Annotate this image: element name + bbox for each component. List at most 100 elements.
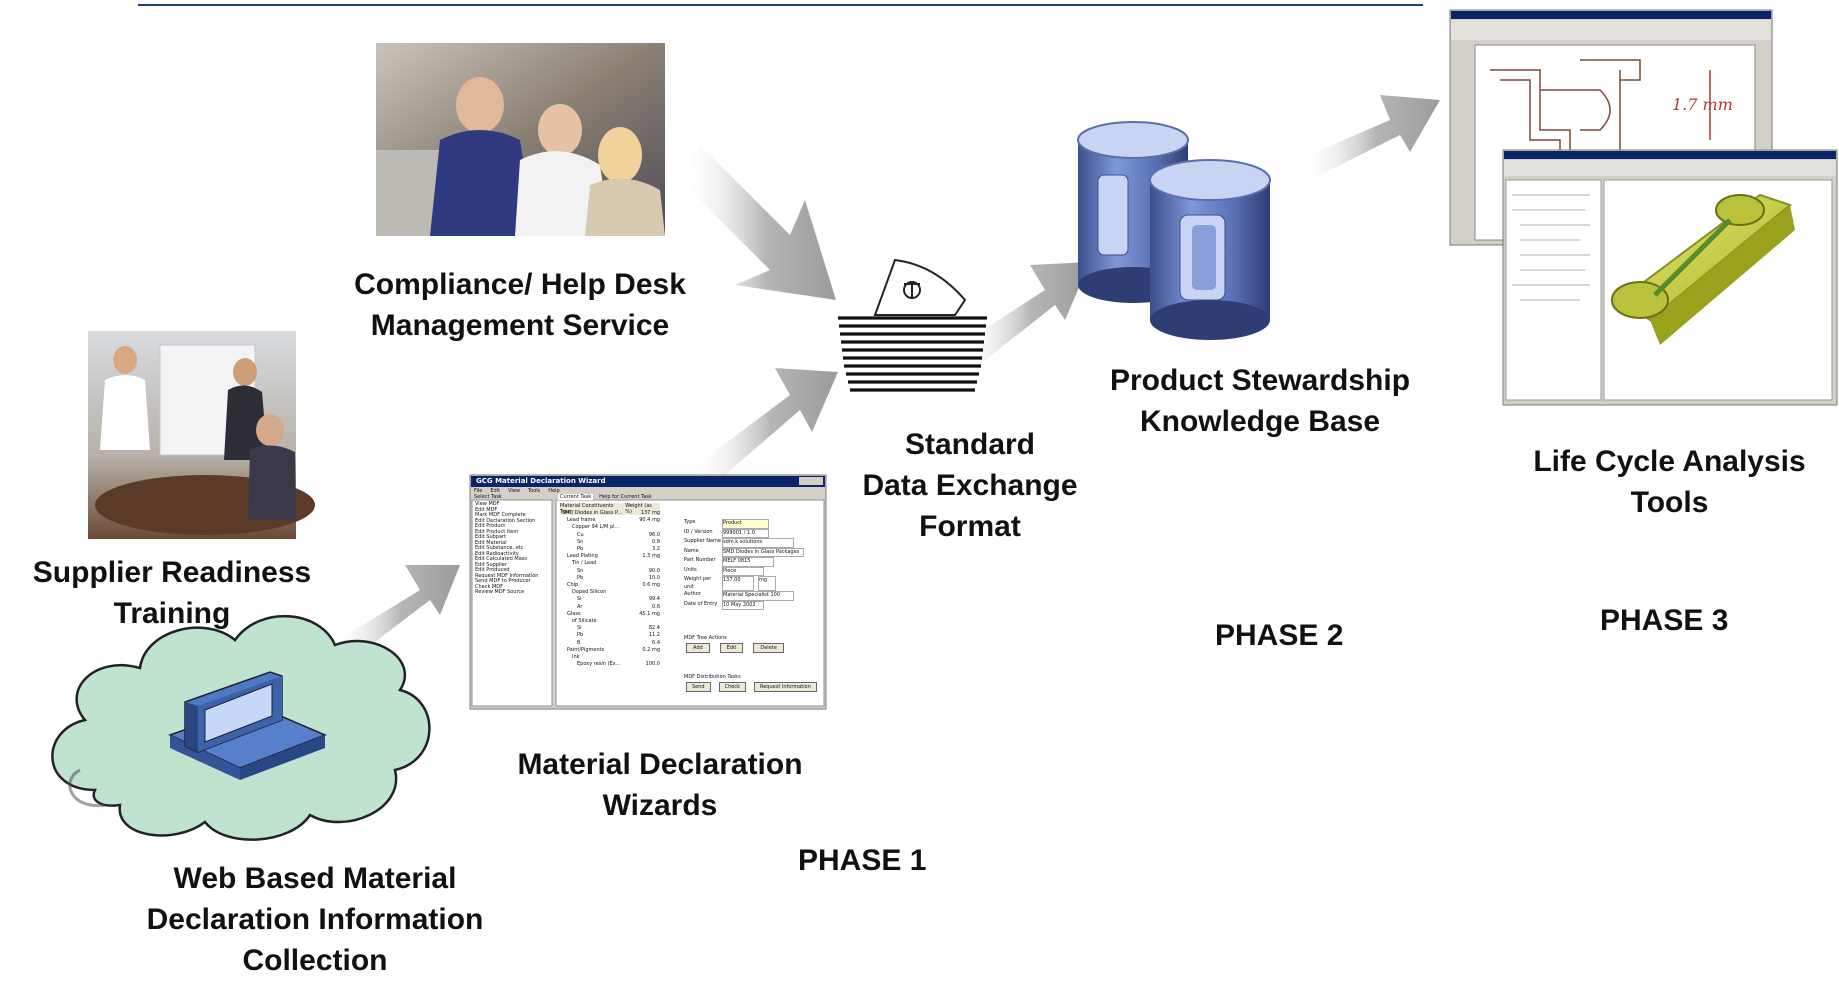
menu-help[interactable]: Help: [548, 488, 560, 494]
tree-row[interactable]: Tin / Lead: [562, 560, 660, 567]
tree-node-name: Si: [577, 625, 582, 632]
arrow-compliance-to-format: [680, 145, 836, 300]
task-item[interactable]: Edit Substance, etc: [475, 545, 524, 551]
task-item[interactable]: Edit Product: [475, 523, 506, 529]
tree-row[interactable]: Copper 94 L/M pl...: [562, 524, 660, 531]
form-value[interactable]: 999001 / 1.0: [722, 528, 769, 538]
form-value[interactable]: Piece: [722, 566, 764, 576]
tasks-header: Select Task: [474, 494, 502, 500]
task-item[interactable]: Edit Subpart: [475, 534, 507, 540]
task-item[interactable]: Review MDF Source: [475, 589, 525, 595]
task-item[interactable]: Edit Declaration Section: [475, 517, 536, 524]
form-label: Name: [684, 547, 699, 554]
form-row: Part Number MELF 0815: [684, 557, 814, 567]
form-row: Name SMD Diodes in Glass Packages: [684, 547, 814, 557]
wizard-window-controls[interactable]: [799, 477, 823, 485]
phase-3-label: PHASE 3: [1600, 604, 1729, 637]
label-supplier-readiness: Supplier Readiness Training: [32, 556, 312, 630]
tab-help-current-task[interactable]: Help for Current Task: [599, 494, 652, 500]
task-item[interactable]: Mark MDF Complete: [475, 512, 526, 518]
tree-header: Material Constituents Tree Weight (as %): [560, 503, 660, 515]
arrow-knowledge-to-lca: [1298, 95, 1440, 180]
tree-node-name: of Silicate: [572, 618, 597, 625]
tree-node-value: 6.4: [652, 639, 660, 646]
form-value[interactable]: Product: [722, 519, 769, 529]
form-value[interactable]: sdm.k.solutions: [722, 538, 794, 548]
tree-node-value: 100.0: [645, 661, 660, 668]
form-value[interactable]: SMD Diodes in Glass Packages: [722, 547, 804, 557]
task-item[interactable]: View MDF: [475, 501, 500, 507]
request-information-button[interactable]: Request Information: [753, 682, 817, 692]
delete-button[interactable]: Delete: [753, 643, 784, 653]
add-button[interactable]: Add: [686, 643, 710, 653]
tree-header-name: Material Constituents Tree: [560, 503, 614, 515]
tree-node-name: Epoxy resin (Ex...: [577, 661, 621, 668]
task-item[interactable]: Edit Produced: [475, 567, 510, 573]
form-value[interactable]: 10 May 2002: [722, 600, 764, 610]
menu-file[interactable]: File: [474, 488, 483, 494]
menu-tools[interactable]: Tools: [527, 488, 541, 494]
tab-current-task[interactable]: Current Task: [558, 494, 594, 500]
material-tree: SMD Diodes in Glass P...137 mg Lead fram…: [562, 510, 660, 668]
arrow-wizards-to-format: [690, 368, 838, 492]
form-value[interactable]: MELF 0815: [722, 557, 774, 567]
tree-node-name: Copper 94 L/M pl...: [572, 524, 620, 531]
check-button[interactable]: Check: [718, 682, 746, 692]
tree-node-value: 11.2: [648, 632, 660, 639]
tree-node-value: 3.2: [652, 546, 660, 553]
tree-node-name: Chip: [567, 582, 579, 589]
tree-node-name: Sn: [577, 567, 584, 574]
tree-row[interactable]: Ink: [562, 654, 660, 661]
tree-row[interactable]: Doped Silicon: [562, 589, 660, 596]
task-item[interactable]: Request MDF Information: [475, 572, 539, 579]
task-item[interactable]: Edit Radioactivity: [475, 550, 519, 557]
tree-row[interactable]: SMD Diodes in Glass P...137 mg: [562, 510, 660, 517]
form-label: Type: [684, 519, 696, 525]
cad-dimension-label: 1.7 mm: [1672, 95, 1733, 114]
task-item[interactable]: Edit MDF: [475, 506, 498, 513]
menu-view[interactable]: View: [508, 488, 520, 494]
task-item[interactable]: Edit Material: [475, 539, 507, 546]
tree-row[interactable]: Pb 3.2: [562, 546, 660, 553]
task-item[interactable]: Edit Product Item: [475, 528, 519, 535]
tree-row[interactable]: Epoxy resin (Ex... 100.0: [562, 661, 660, 668]
form-value[interactable]: Material Specialist 100: [722, 591, 794, 601]
tree-node-value: 96.0: [648, 531, 660, 538]
tree-node-name: Tin / Lead: [572, 560, 597, 567]
send-button[interactable]: Send: [686, 682, 711, 692]
task-item[interactable]: Edit Supplier: [475, 561, 507, 568]
form-row: Type Product: [684, 519, 814, 529]
edit-button[interactable]: Edit: [719, 643, 744, 653]
menu-edit[interactable]: Edit: [490, 488, 501, 494]
form-label: Part Number: [684, 557, 716, 563]
label-standard-format: Standard Data Exchange Format: [862, 428, 1078, 543]
tree-node-name: Pb: [577, 546, 584, 553]
task-item[interactable]: Send MDF to Producer: [475, 578, 531, 584]
tree-row[interactable]: of Silicate: [562, 618, 660, 625]
distribution-label: MDF Distribution Tasks: [684, 674, 741, 680]
wizard-screenshot-frame: [469, 474, 827, 710]
form-value[interactable]: 137.00: [722, 576, 754, 591]
tree-node-name: Lead frame: [567, 517, 596, 524]
task-item[interactable]: Edit Calculated Mass: [475, 556, 527, 562]
unit-select[interactable]: mg: [758, 576, 776, 591]
task-item[interactable]: Check MDF: [475, 583, 504, 590]
